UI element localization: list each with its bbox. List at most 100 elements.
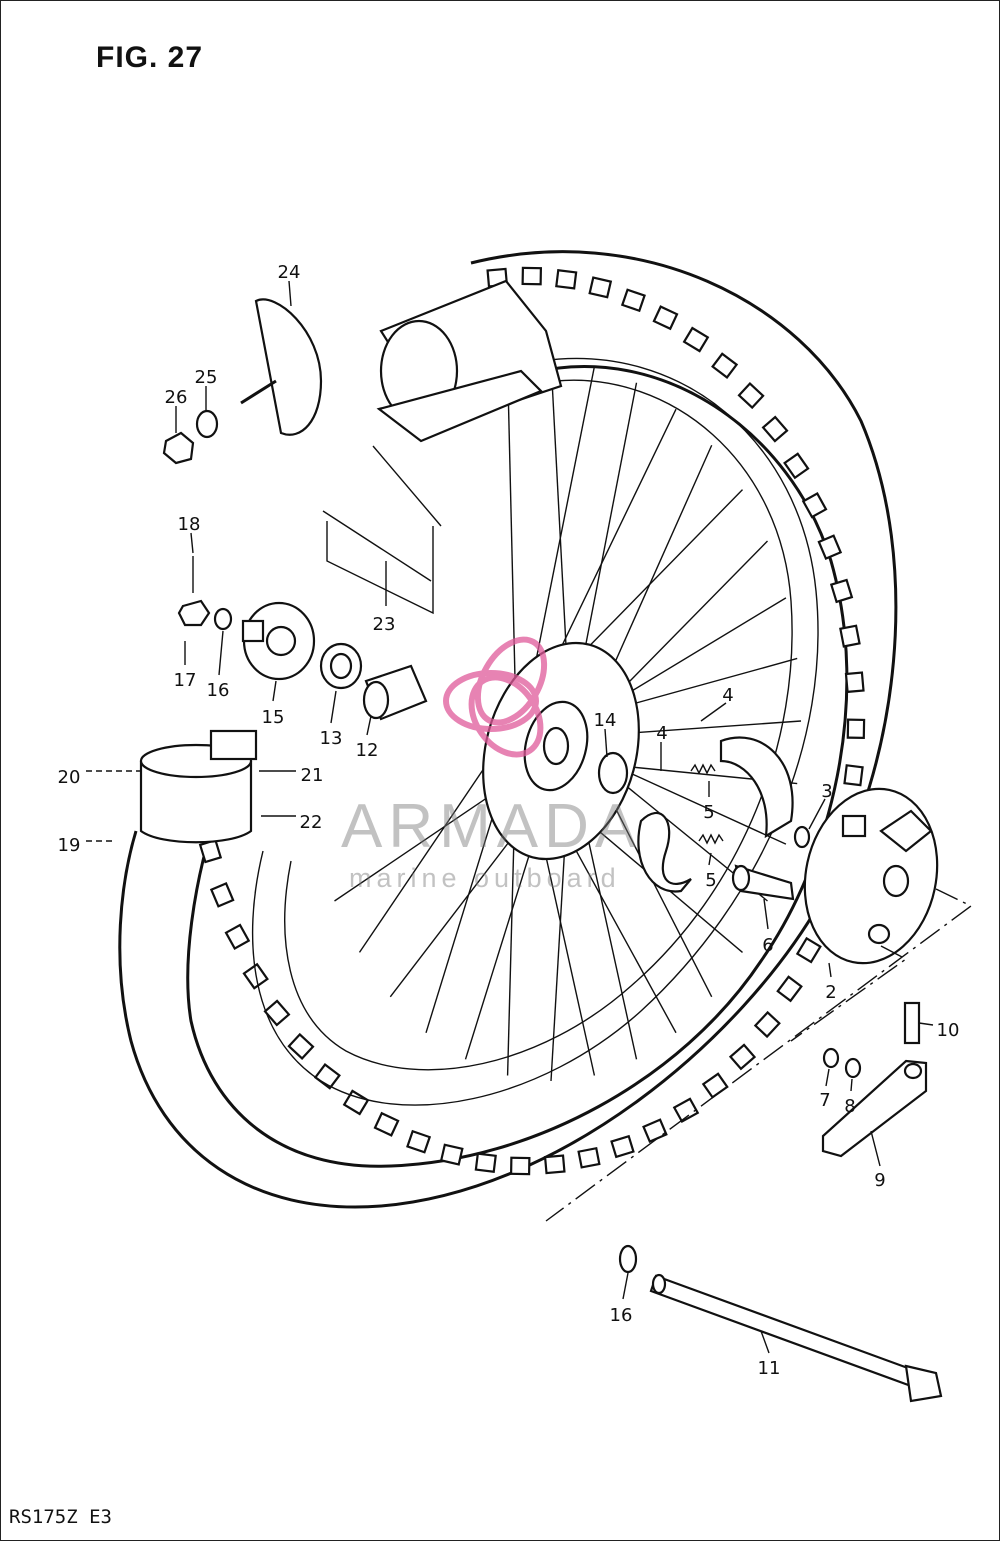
- callout-23: 23: [373, 614, 396, 635]
- figure-title: FIG. 27: [96, 41, 204, 74]
- tread-block: [474, 1152, 497, 1173]
- rim-lock: [240, 298, 323, 436]
- callout-leaders: [86, 280, 934, 1354]
- callout-4: 4: [656, 723, 667, 744]
- tread-block: [652, 305, 679, 331]
- tread-block: [761, 415, 789, 443]
- callout-13: 13: [320, 728, 343, 749]
- callout-3: 3: [821, 781, 832, 802]
- tread-block: [588, 276, 613, 299]
- nut-17: [177, 599, 211, 627]
- callout-25: 25: [195, 367, 218, 388]
- callout-8: 8: [844, 1096, 855, 1117]
- callout-6: 6: [762, 935, 773, 956]
- tread-block: [682, 326, 710, 353]
- nut-26: [162, 431, 195, 465]
- tread-block: [737, 382, 765, 410]
- leader-line: [700, 702, 727, 722]
- leader-line: [708, 852, 712, 866]
- tread-block: [342, 1089, 370, 1116]
- tread-block: [817, 534, 843, 560]
- leader-line: [825, 1068, 830, 1087]
- leader-line: [763, 898, 769, 930]
- watermark-tagline: marine outboard: [349, 863, 621, 893]
- leader-line: [760, 1330, 770, 1354]
- tread-block: [795, 936, 822, 964]
- tread-block: [620, 288, 646, 313]
- model-code: RS175Z E3: [9, 1506, 112, 1528]
- callout-24: 24: [278, 262, 301, 283]
- spoke: [506, 366, 517, 722]
- washer-16: [213, 607, 233, 631]
- tread-block: [521, 266, 543, 286]
- washer-25: [195, 409, 219, 439]
- tread-block: [672, 1097, 700, 1124]
- tread-block: [406, 1129, 432, 1154]
- leader-line: [272, 680, 277, 702]
- axle-washer: [618, 1244, 638, 1274]
- tread-block: [844, 671, 865, 694]
- spacer-12: [362, 664, 428, 721]
- leader-line: [808, 798, 826, 830]
- tread-block: [839, 624, 861, 648]
- callout-26: 26: [165, 387, 188, 408]
- leader-line: [190, 532, 194, 554]
- leader-line: [366, 715, 372, 736]
- callout-7: 7: [819, 1090, 830, 1111]
- tread-block: [783, 452, 810, 480]
- tread-block: [801, 492, 828, 519]
- callout-19: 19: [58, 835, 81, 856]
- washer-7: [822, 1047, 840, 1069]
- rim: [251, 357, 819, 1106]
- tread-block: [224, 923, 251, 950]
- leader-line: [218, 630, 224, 676]
- watermark-logo: [443, 636, 548, 758]
- tread-block: [543, 1154, 566, 1175]
- callout-5: 5: [705, 870, 716, 891]
- tread-block: [209, 882, 235, 908]
- leader-line: [918, 1022, 934, 1026]
- tube-top: [376, 279, 563, 443]
- callout-9: 9: [874, 1170, 885, 1191]
- hub: [482, 641, 640, 861]
- callout-22: 22: [300, 812, 323, 833]
- callout-20: 20: [58, 767, 81, 788]
- washer-8: [844, 1057, 862, 1079]
- leader-line: [604, 728, 608, 758]
- tread-block: [287, 1032, 315, 1060]
- tread-block: [610, 1134, 635, 1159]
- tread-block: [577, 1146, 601, 1169]
- tread-block: [829, 578, 854, 604]
- tread-block: [728, 1043, 757, 1071]
- callout-17: 17: [174, 670, 197, 691]
- brake-shoes: [637, 736, 794, 893]
- tread-block: [846, 718, 866, 740]
- callout-4: 4: [722, 685, 733, 706]
- tread-block: [843, 764, 864, 787]
- tread-block: [753, 1010, 781, 1039]
- leader-line: [850, 1078, 853, 1092]
- leader-line: [870, 1130, 881, 1167]
- callout-14: 14: [594, 710, 617, 731]
- callout-16: 16: [610, 1305, 633, 1326]
- speedometer-gear: [241, 601, 316, 681]
- callout-10: 10: [937, 1020, 960, 1041]
- callout-16: 16: [207, 680, 230, 701]
- brake-panel: [803, 787, 939, 965]
- hub-spacer-14: [597, 751, 629, 795]
- seal-3: [793, 825, 811, 849]
- leader-line: [622, 1272, 629, 1300]
- tread-block: [439, 1143, 464, 1166]
- callout-11: 11: [758, 1358, 781, 1379]
- leader-line: [828, 962, 832, 978]
- spoke-set: [322, 445, 442, 615]
- tread-block: [555, 269, 578, 290]
- tread-block: [776, 975, 803, 1003]
- leader-line: [288, 280, 292, 307]
- tread-block: [263, 999, 291, 1027]
- tread-block: [642, 1118, 668, 1143]
- callout-18: 18: [178, 514, 201, 535]
